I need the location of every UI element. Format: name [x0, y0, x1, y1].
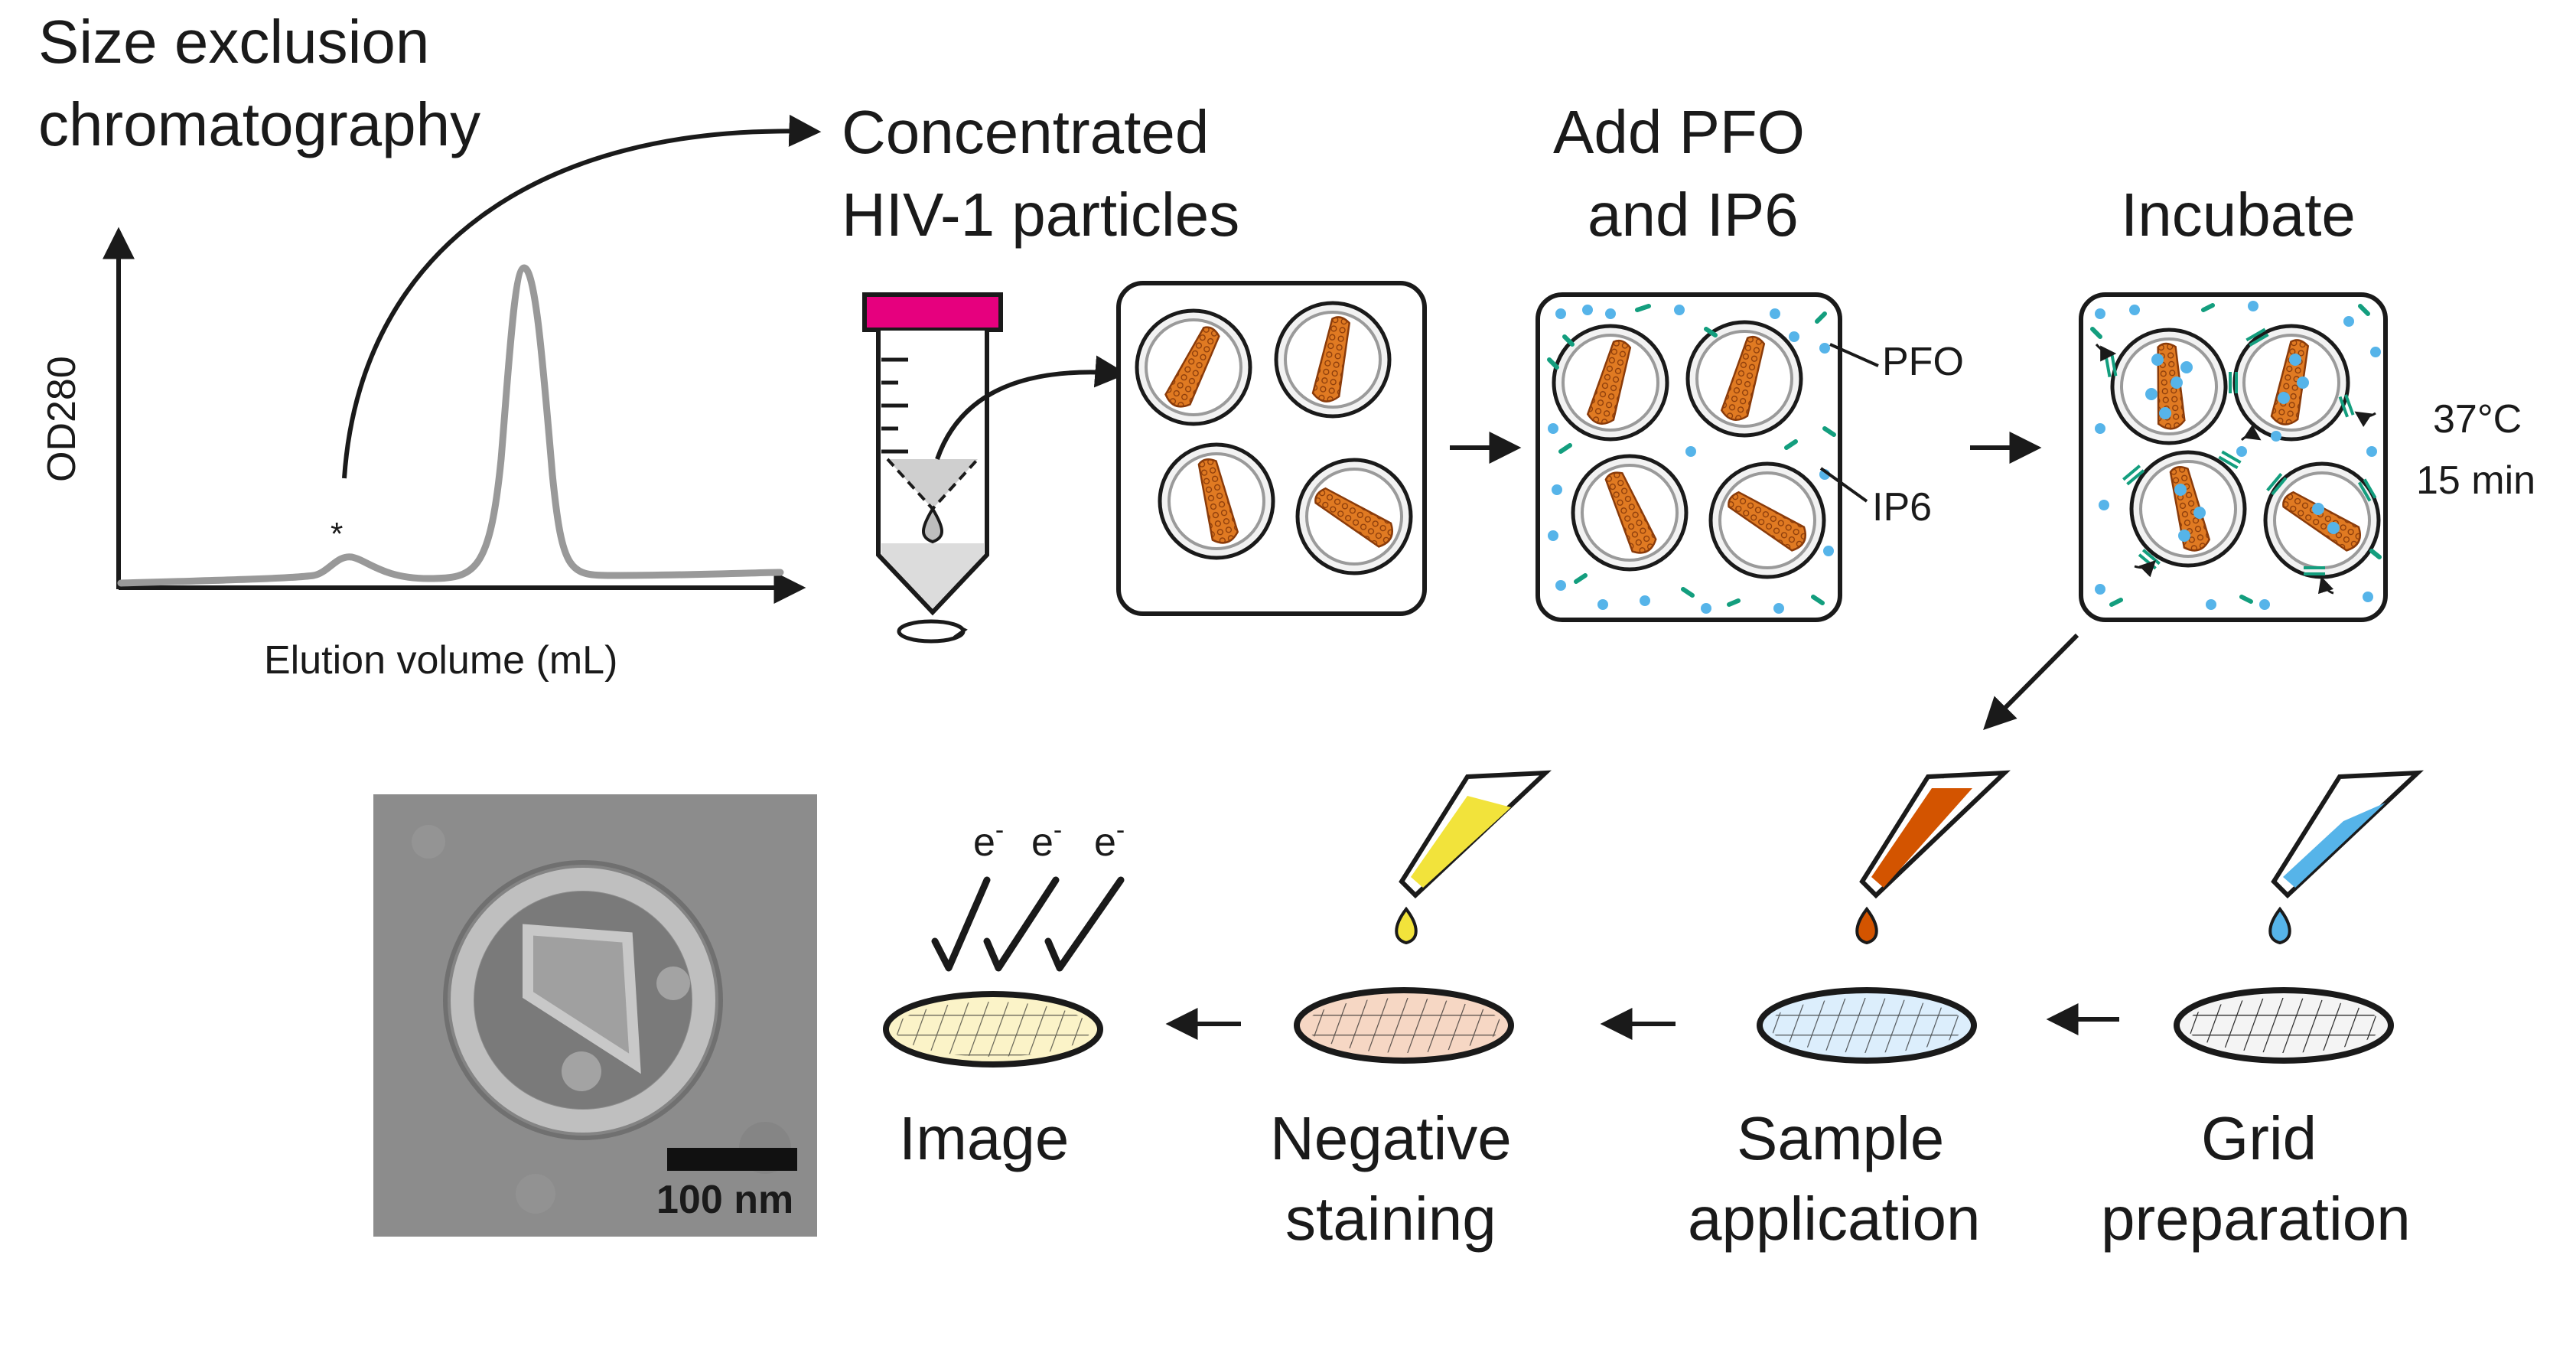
incubation-temperature: 37°C: [2433, 397, 2522, 442]
concentrated-title-line1: Concentrated: [842, 98, 1209, 166]
pipette-yellow: [1395, 770, 1552, 945]
curved-arrow-to-concentrate: [342, 114, 822, 479]
diffusion-arrows: [2095, 344, 2376, 595]
curved-arrow-to-box1: [935, 355, 1128, 460]
sample-label-line1: Sample: [1737, 1104, 1944, 1172]
pipette-blue: [2268, 770, 2424, 945]
sample-label-line2: application: [1688, 1185, 1981, 1253]
add-pfo-step: Add PFO and IP6 PFO IP6: [1536, 98, 1964, 622]
grid-blue: [1757, 987, 1977, 1064]
electron-label-2: e-: [1031, 816, 1062, 865]
pfo-molecules: [1547, 304, 1836, 607]
grid-preparation-step: Grid preparation: [2101, 770, 2424, 1253]
scale-bar-label: 100 nm: [656, 1178, 793, 1222]
particles-box: [1116, 281, 1427, 616]
micrograph: 100 nm: [373, 794, 817, 1237]
scale-bar: [667, 1148, 797, 1171]
add-title-line2: and IP6: [1588, 181, 1799, 249]
image-step: e- e- e- Image: [883, 816, 1125, 1172]
grid-label-line1: Grid: [2201, 1104, 2317, 1172]
electron-label-1: e-: [973, 816, 1004, 865]
pipette-orange: [1855, 770, 2011, 945]
negative-staining-step: Negative staining: [1270, 770, 1552, 1253]
centrifuge-tube: [862, 292, 1003, 644]
pfo-free: [2090, 303, 2382, 607]
x-axis-label: Elution volume (mL): [264, 638, 617, 683]
incubate-title: Incubate: [2121, 181, 2356, 249]
ip6-label: IP6: [1872, 485, 1932, 530]
incubation-box: [2079, 292, 2388, 622]
concentrated-title-line2: HIV-1 particles: [842, 181, 1239, 249]
y-axis-label: OD280: [40, 356, 84, 482]
concentration-step: Concentrated HIV-1 particles: [842, 98, 1427, 644]
ip6-molecules: [1548, 305, 1834, 614]
pfo-label: PFO: [1882, 340, 1964, 384]
incubation-duration: 15 min: [2416, 458, 2535, 503]
sample-application-step: Sample application: [1688, 770, 2011, 1253]
add-title-line1: Add PFO: [1553, 98, 1805, 166]
incubate-step: Incubate: [2079, 181, 2535, 622]
sec-panel: Size exclusion chromatography OD280 Elut…: [38, 8, 822, 683]
grid-plain: [2174, 987, 2394, 1064]
virion-particle: [443, 860, 723, 1140]
negative-label-line2: staining: [1285, 1185, 1496, 1253]
image-label: Image: [899, 1104, 1069, 1172]
elution-trace: [117, 264, 784, 587]
electron-beams: [931, 876, 1125, 972]
peak-marker: *: [331, 516, 343, 552]
grid-yellow: [883, 991, 1103, 1068]
pfo-ip6-box: [1536, 292, 1842, 622]
ip6-bound: [2095, 301, 2381, 610]
grid-orange: [1294, 987, 1514, 1064]
electron-label-3: e-: [1094, 816, 1125, 865]
sec-title-line1: Size exclusion: [38, 8, 429, 76]
sec-title-line2: chromatography: [38, 90, 480, 158]
arrow-down-to-grid-row: [1983, 633, 2079, 730]
negative-label-line1: Negative: [1270, 1104, 1512, 1172]
grid-label-line2: preparation: [2101, 1185, 2411, 1253]
